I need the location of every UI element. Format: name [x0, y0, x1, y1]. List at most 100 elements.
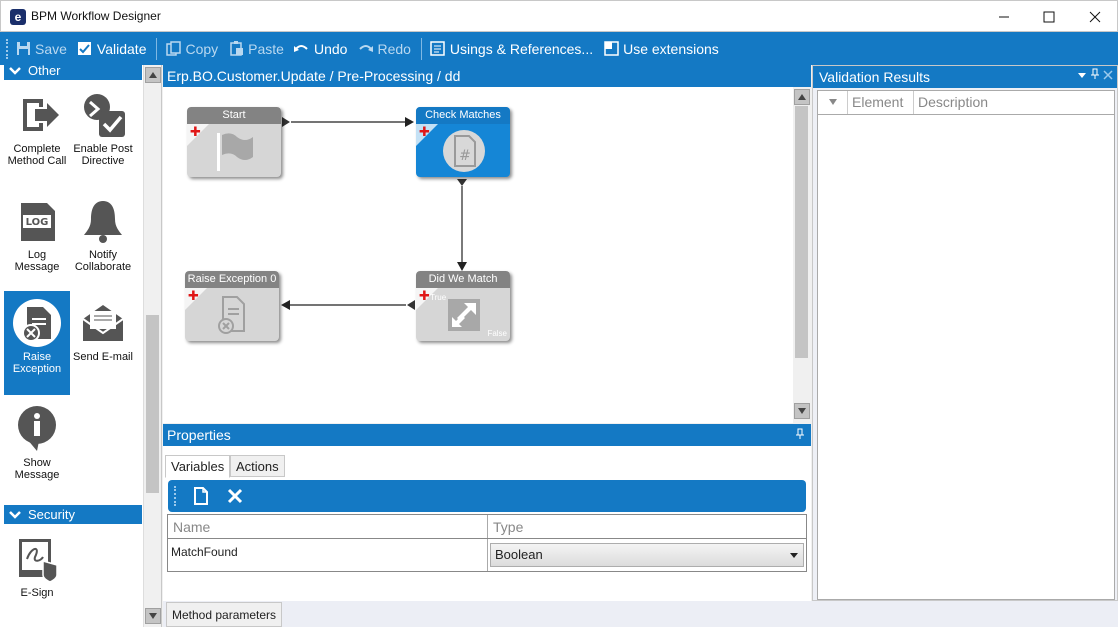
use-extensions-button[interactable]: Use extensions — [603, 41, 719, 57]
maximize-button[interactable] — [1026, 1, 1072, 32]
minimize-button[interactable] — [981, 1, 1027, 32]
properties-title: Properties — [167, 427, 231, 443]
node-start[interactable]: Start ✚ — [187, 107, 281, 177]
chevron-down-icon — [9, 510, 21, 519]
tool-send-email[interactable]: Send E-mail — [70, 291, 136, 395]
validate-button[interactable]: Validate — [77, 41, 146, 57]
close-button[interactable] — [1072, 1, 1118, 32]
tool-complete-method-call[interactable]: Complete Method Call — [4, 83, 70, 187]
scroll-up-button[interactable] — [145, 67, 161, 83]
copy-button[interactable]: Copy — [165, 41, 218, 57]
tab-variables[interactable]: Variables — [165, 455, 231, 478]
workflow-canvas[interactable]: Start ✚ Check Matches ✚ # Did We Match ✚… — [163, 87, 793, 423]
arrow-down-icon — [798, 408, 806, 414]
usings-references-button[interactable]: Usings & References... — [430, 41, 593, 57]
tool-raise-exception[interactable]: Raise Exception — [4, 291, 70, 395]
scroll-up-button[interactable] — [794, 89, 810, 105]
node-raise-exception-0[interactable]: Raise Exception 0 ✚ — [185, 271, 279, 341]
node-title: Check Matches — [416, 107, 510, 124]
pin-icon[interactable] — [1090, 68, 1100, 80]
new-variable-button[interactable] — [191, 486, 211, 506]
redo-button[interactable]: Redo — [357, 40, 411, 57]
paste-button[interactable]: Paste — [228, 41, 284, 57]
redo-label: Redo — [377, 40, 411, 57]
plus-icon[interactable]: ✚ — [419, 288, 430, 303]
toolbar-separator — [156, 37, 158, 60]
tool-label: Raise Exception — [12, 351, 62, 375]
arrow-up-icon — [149, 72, 157, 78]
references-icon — [430, 41, 446, 57]
toolbar-separator — [420, 37, 422, 60]
validation-results-panel: Validation Results Element Description — [812, 65, 1118, 601]
use-extensions-label: Use extensions — [623, 40, 719, 57]
type-dropdown[interactable]: Boolean — [490, 543, 804, 567]
variable-name-cell[interactable]: MatchFound — [168, 539, 488, 571]
flag-icon — [217, 133, 253, 171]
toolbox-scrollbar[interactable] — [143, 65, 161, 627]
tool-show-message[interactable]: Show Message — [4, 397, 70, 501]
node-title: Start — [187, 107, 281, 124]
checkbox-check-icon — [77, 41, 93, 57]
toolbox-panel: Other Complete Method Call Enable Post D… — [0, 65, 162, 627]
node-corner — [416, 288, 438, 310]
variable-type-cell: Boolean — [488, 539, 806, 571]
toolbar-grip[interactable] — [174, 486, 177, 506]
table-header: Name Type — [168, 515, 806, 539]
plus-icon[interactable]: ✚ — [188, 288, 199, 303]
table-header: Element Description — [818, 91, 1114, 115]
paste-label: Paste — [248, 40, 284, 57]
delete-variable-button[interactable] — [225, 486, 245, 506]
true-branch-label: True — [430, 293, 447, 302]
scroll-down-button[interactable] — [794, 403, 810, 419]
canvas-scrollbar[interactable] — [793, 87, 811, 423]
pin-icon[interactable] — [795, 428, 805, 440]
node-title: Raise Exception 0 — [185, 271, 279, 288]
toolbox-group-other[interactable]: Other — [4, 65, 142, 80]
arrowhead — [457, 262, 467, 271]
close-icon[interactable] — [1103, 70, 1113, 80]
validation-grid: Element Description — [817, 90, 1115, 600]
dropdown-arrow-icon[interactable] — [1077, 70, 1087, 80]
tab-actions[interactable]: Actions — [230, 455, 285, 477]
e-sign-icon — [19, 539, 58, 583]
didmatch-output-port — [407, 300, 415, 310]
column-header-type[interactable]: Type — [493, 519, 524, 535]
enable-directive-icon — [84, 94, 125, 137]
plus-icon[interactable]: ✚ — [190, 124, 201, 139]
table-row[interactable]: MatchFound Boolean — [168, 539, 806, 571]
svg-text:#: # — [459, 148, 471, 164]
raise-exception-icon — [13, 299, 61, 347]
scroll-down-button[interactable] — [145, 608, 161, 624]
undo-button[interactable]: Undo — [294, 41, 347, 57]
tool-enable-post-directive[interactable]: Enable Post Directive — [70, 83, 136, 187]
plus-icon[interactable]: ✚ — [419, 124, 430, 139]
tool-log-message[interactable]: LOG Log Message — [4, 189, 70, 293]
sort-arrow-icon — [829, 99, 837, 105]
extensions-icon — [603, 41, 619, 57]
scroll-thumb[interactable] — [795, 106, 808, 358]
toolbar-grip[interactable] — [6, 38, 9, 59]
scroll-thumb[interactable] — [146, 315, 159, 493]
node-check-matches[interactable]: Check Matches ✚ # — [416, 107, 510, 177]
tool-label: Log Message — [14, 249, 60, 273]
save-button[interactable]: Save — [15, 41, 67, 57]
column-header-name[interactable]: Name — [168, 515, 488, 538]
app-logo-icon: e — [10, 9, 26, 25]
tab-method-parameters[interactable]: Method parameters — [166, 602, 283, 627]
tool-label: Notify Collaborate — [74, 249, 132, 273]
column-header-description[interactable]: Description — [918, 94, 989, 110]
title-bar: e BPM Workflow Designer — [0, 0, 1118, 32]
variables-toolbar — [168, 480, 806, 512]
tool-e-sign[interactable]: E-Sign — [4, 527, 70, 627]
panel-controls — [1077, 68, 1113, 83]
tool-notify-collaborate[interactable]: Notify Collaborate — [70, 189, 136, 293]
window-title: BPM Workflow Designer — [31, 9, 161, 23]
column-header-element[interactable]: Element — [848, 91, 914, 114]
toolbox-group-security[interactable]: Security — [4, 505, 142, 524]
sort-column[interactable] — [818, 91, 848, 114]
false-branch-label: False — [487, 329, 507, 338]
node-did-we-match[interactable]: Did We Match ✚ True False — [416, 271, 510, 341]
tool-label: Complete Method Call — [7, 143, 67, 167]
delete-x-icon — [227, 488, 243, 504]
new-document-icon — [194, 487, 208, 505]
